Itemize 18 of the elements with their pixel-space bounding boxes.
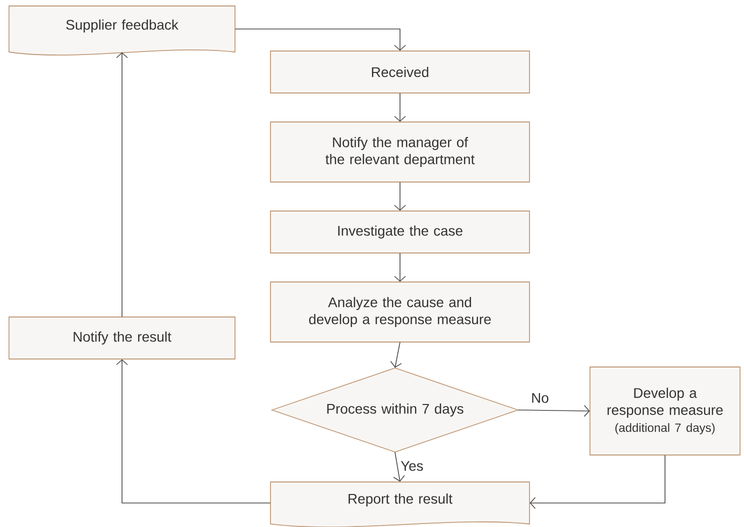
arrow xyxy=(394,182,406,211)
arrow xyxy=(518,405,590,417)
arrow xyxy=(394,92,406,122)
edge-label: No xyxy=(530,392,550,404)
process-box: Notify the manager of the relevant department xyxy=(270,122,530,182)
edge-label: Yes xyxy=(400,460,424,472)
process-box: Analyze the cause and develop a response measure xyxy=(270,282,530,342)
arrow xyxy=(390,342,402,368)
process-box: Investigate the case xyxy=(270,210,530,254)
arrow xyxy=(116,52,128,318)
process-box: Received xyxy=(270,50,530,94)
arrow xyxy=(530,454,666,509)
arrow xyxy=(393,452,405,482)
arrow xyxy=(234,28,406,51)
process-box: Notify the result xyxy=(8,316,236,360)
process-box: Develop a response measure (additional 7 days) xyxy=(590,366,740,456)
arrow xyxy=(116,359,271,504)
arrow xyxy=(394,252,406,282)
